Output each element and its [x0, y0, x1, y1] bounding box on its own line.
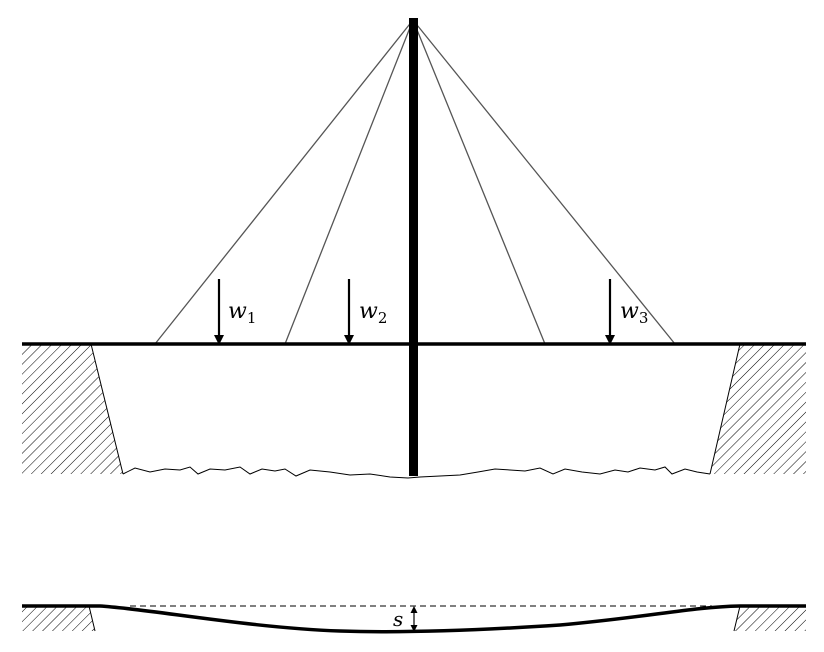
deflected-deck-curve: [22, 604, 806, 634]
stay-cables: [154, 19, 676, 345]
cable-right-inner: [412, 19, 546, 345]
cable-left-inner: [284, 19, 414, 345]
abutment-left: [22, 343, 124, 475]
sag-arrowhead-top: [410, 606, 418, 613]
abutment-right: [709, 343, 806, 475]
lower-abutment-right: [733, 605, 806, 632]
cable-right-outer: [412, 19, 676, 345]
load-label-w3: w3: [620, 299, 648, 327]
sag-label: s: [393, 607, 403, 631]
ground-break-line: [122, 466, 711, 479]
load-label-w1: w1: [228, 299, 256, 327]
cable-left-outer: [154, 19, 414, 345]
lower-abutment-left: [22, 605, 96, 632]
sag-arrowhead-bottom: [410, 625, 418, 632]
load-label-w2: w2: [359, 299, 387, 327]
tower-pylon: [409, 18, 418, 476]
